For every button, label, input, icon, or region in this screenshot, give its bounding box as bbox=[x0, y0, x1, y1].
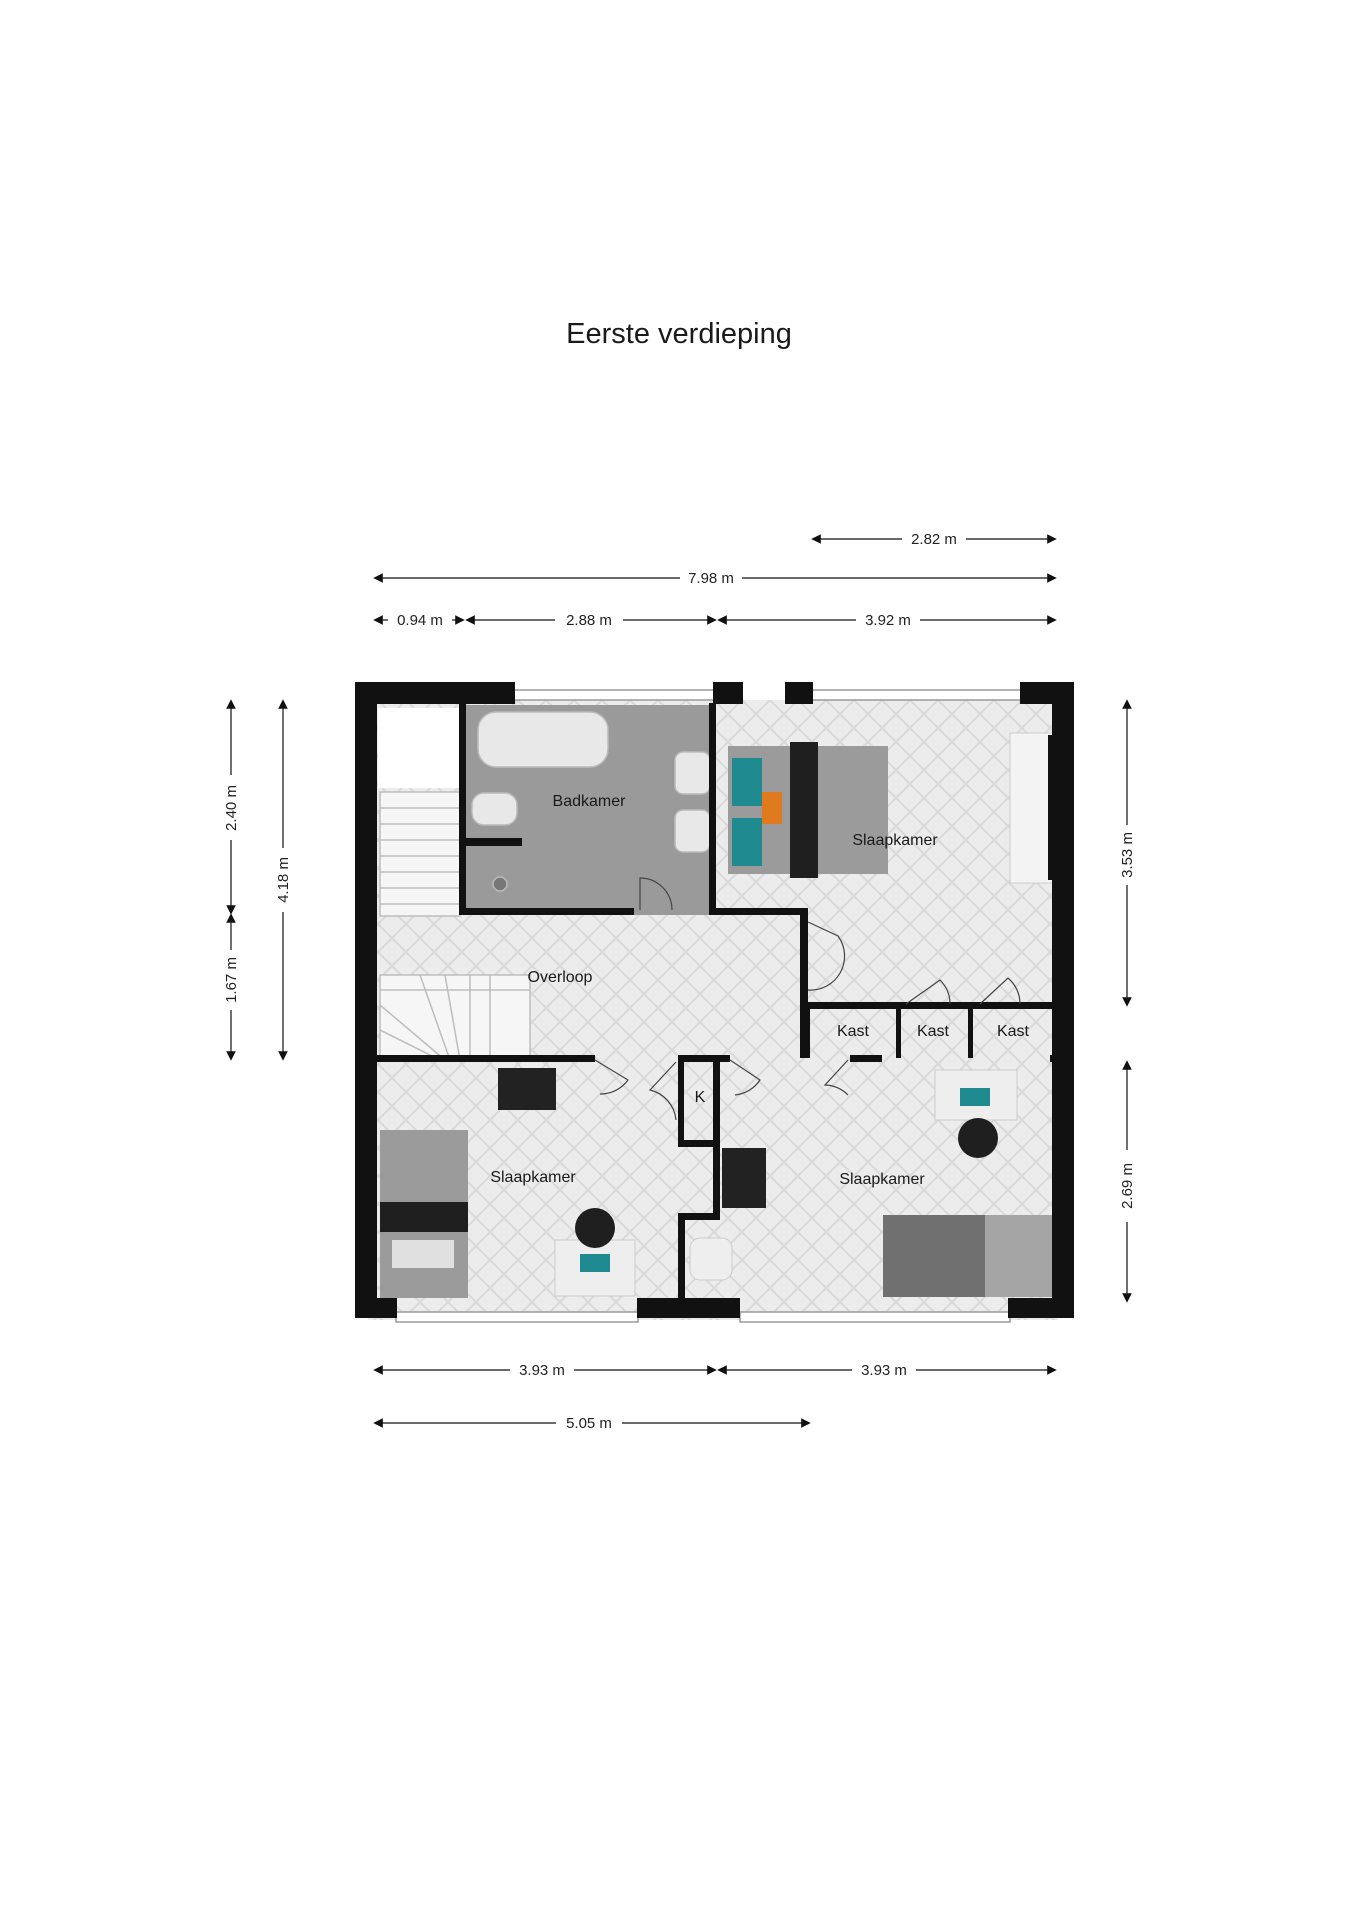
bathroom-fixtures bbox=[471, 711, 711, 892]
dim-right-3-53: 3.53 m bbox=[1119, 832, 1136, 878]
staircase bbox=[379, 791, 531, 1061]
room-label-slaapkamer-sw: Slaapkamer bbox=[490, 1169, 576, 1186]
dim-top-2-82: 2.82 m bbox=[911, 531, 957, 548]
room-label-slaapkamer-ne: Slaapkamer bbox=[852, 832, 938, 849]
dim-bottom-3-93-a: 3.93 m bbox=[519, 1362, 565, 1379]
room-label-overloop: Overloop bbox=[528, 969, 593, 986]
chair-se bbox=[958, 1118, 998, 1158]
walls bbox=[355, 682, 1074, 1318]
floor-title: Eerste verdieping bbox=[566, 318, 792, 350]
shower-drain bbox=[492, 876, 508, 892]
dim-bottom-3-93-b: 3.93 m bbox=[861, 1362, 907, 1379]
bedroom-se-furniture bbox=[689, 1069, 1053, 1297]
doors bbox=[594, 877, 1021, 1121]
room-label-k: K bbox=[695, 1089, 706, 1106]
room-label-badkamer: Badkamer bbox=[553, 793, 627, 810]
sink-se bbox=[689, 1237, 733, 1281]
dim-top-2-88: 2.88 m bbox=[566, 612, 612, 629]
dim-left-1-67: 1.67 m bbox=[223, 957, 240, 1003]
stair-void bbox=[378, 708, 460, 788]
dim-bottom-5-05: 5.05 m bbox=[566, 1415, 612, 1432]
wardrobe bbox=[1009, 732, 1056, 884]
dim-right-2-69: 2.69 m bbox=[1119, 1163, 1136, 1209]
bathtub bbox=[477, 711, 609, 768]
room-label-kast-1: Kast bbox=[837, 1023, 870, 1040]
chair-sw bbox=[575, 1208, 615, 1248]
dim-left-2-40: 2.40 m bbox=[223, 785, 240, 831]
sink-2 bbox=[674, 809, 711, 853]
toilet bbox=[471, 792, 518, 826]
sink-1 bbox=[674, 751, 711, 795]
bedroom-sw-furniture bbox=[380, 1068, 636, 1298]
dimension-lines bbox=[226, 534, 1132, 1428]
dim-top-3-92: 3.92 m bbox=[865, 612, 911, 629]
dim-left-4-18: 4.18 m bbox=[275, 857, 292, 903]
desk-sw bbox=[498, 1068, 556, 1110]
desk-se bbox=[722, 1148, 766, 1208]
dim-top-7-98: 7.98 m bbox=[688, 570, 734, 587]
room-label-kast-3: Kast bbox=[997, 1023, 1030, 1040]
dim-top-0-94: 0.94 m bbox=[397, 612, 443, 629]
room-label-slaapkamer-se: Slaapkamer bbox=[839, 1171, 925, 1188]
room-label-kast-2: Kast bbox=[917, 1023, 950, 1040]
